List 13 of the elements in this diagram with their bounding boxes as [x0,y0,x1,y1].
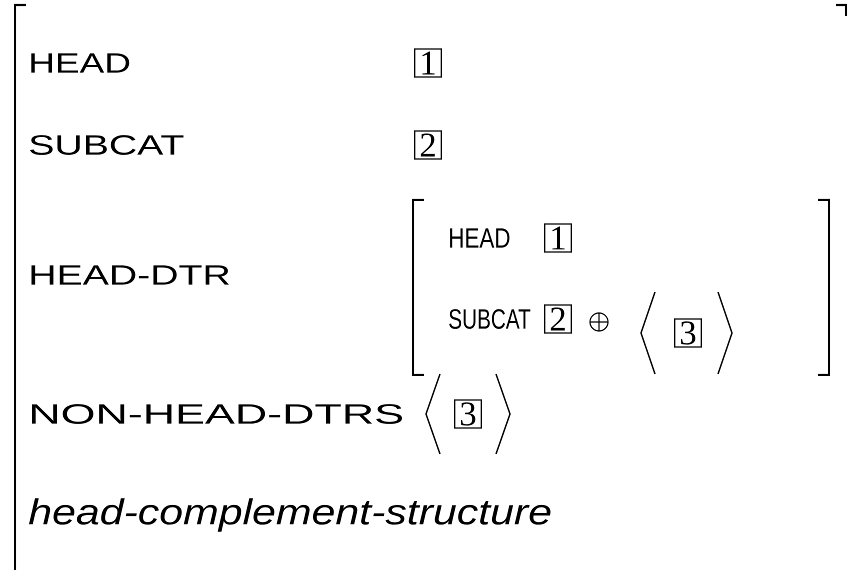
tag-box: 1 [544,223,572,253]
type-label: head-complement-structure [29,498,550,532]
attribute-label: NON-HEAD-DTRS [32,404,402,424]
tag-box: 3 [674,318,702,348]
tag-box: 2 [414,130,442,160]
tag-box: 2 [544,304,572,334]
attribute-label: SUBCAT [30,135,184,155]
tag-box: 1 [414,48,442,78]
tag-box: 3 [454,399,482,429]
attribute-label: HEAD [450,228,510,248]
attribute-label: SUBCAT [449,309,530,329]
attribute-label: HEAD-DTR [32,265,229,285]
attribute-label: HEAD [31,53,130,73]
